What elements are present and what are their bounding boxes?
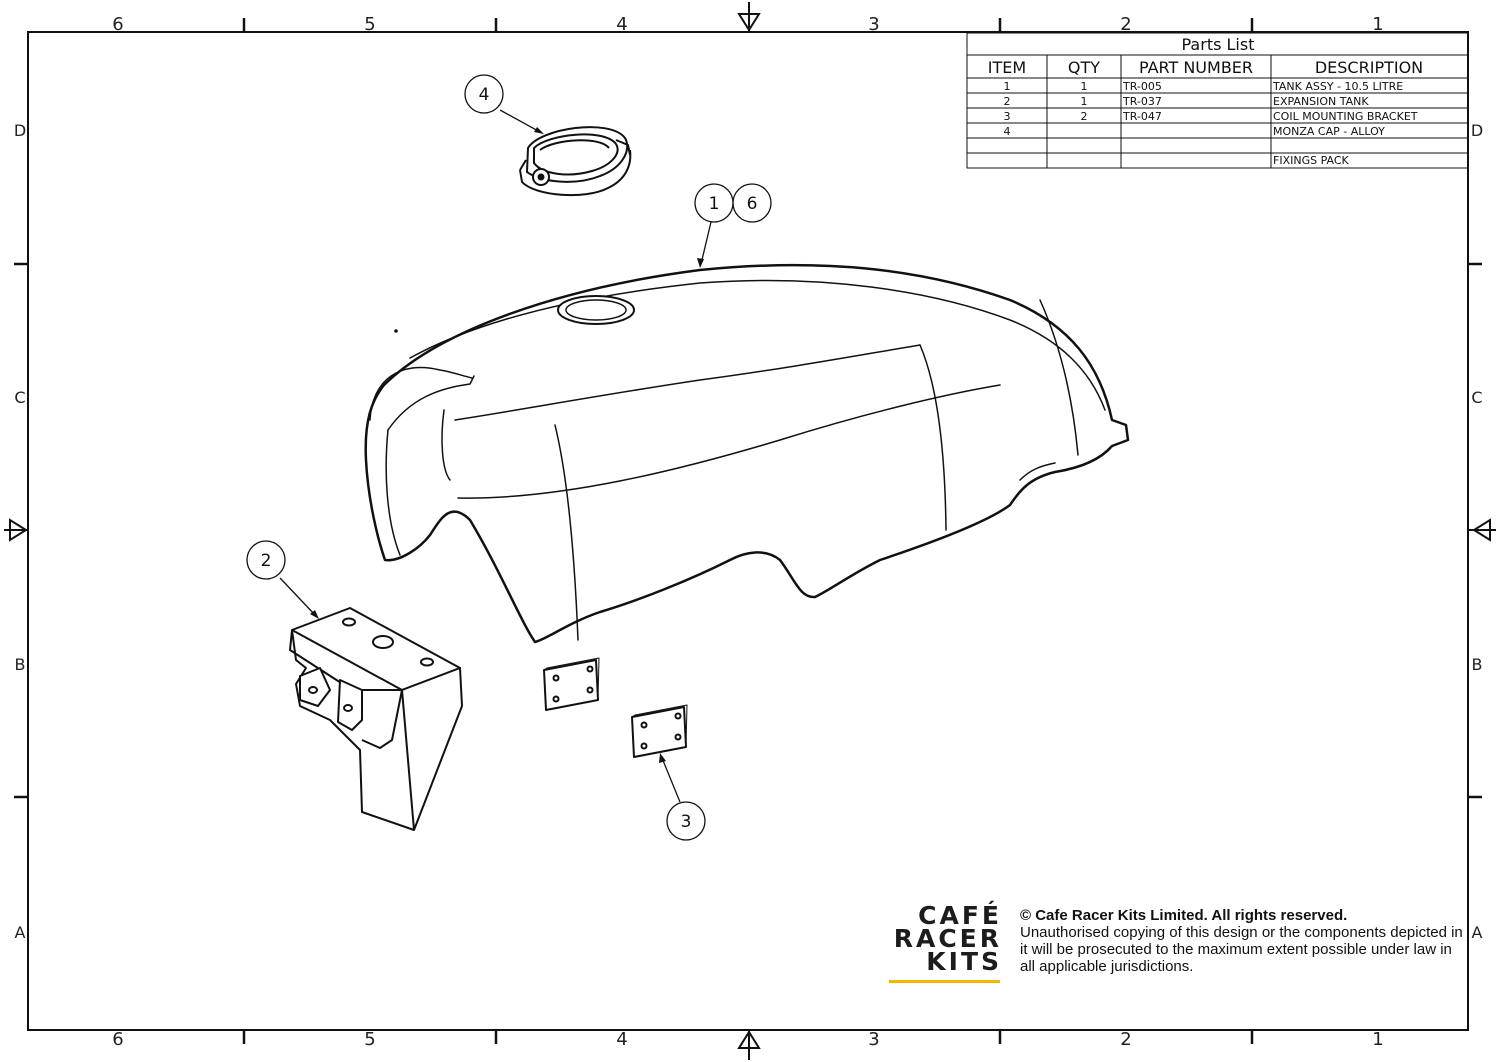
row-label-right: D (1471, 121, 1483, 140)
balloon-4: 4 (464, 74, 504, 114)
row-label-left: D (14, 121, 26, 140)
table-cell: 1 (1081, 95, 1088, 108)
table-cell: TANK ASSY - 10.5 LITRE (1272, 80, 1403, 93)
coil-bracket-illustration (543, 657, 688, 758)
balloon-label: 1 (709, 194, 720, 214)
table-cell: EXPANSION TANK (1273, 95, 1369, 108)
monza-cap-illustration (519, 126, 632, 197)
table-cell: 2 (1004, 95, 1011, 108)
row-label-right: A (1472, 923, 1483, 942)
zone-label-top: 1 (1372, 14, 1383, 35)
logo-line: CAFÉ (918, 901, 1002, 930)
zone-label-bottom: 6 (112, 1029, 123, 1050)
table-cell: TR-047 (1122, 110, 1162, 123)
table-cell: FIXINGS PACK (1273, 154, 1350, 167)
expansion-tank-illustration (289, 607, 463, 831)
brand-logo: CAFÉ RACER KITS (886, 901, 1002, 976)
balloon-label: 3 (681, 812, 692, 832)
zone-label-top: 4 (616, 14, 627, 35)
row-label-left: B (15, 655, 26, 674)
logo-line: KITS (926, 947, 1002, 976)
column-header: PART NUMBER (1139, 58, 1253, 77)
table-cell: 2 (1081, 110, 1088, 123)
balloon-6: 6 (732, 183, 772, 223)
balloon-1: 1 (694, 183, 734, 223)
balloon-2: 2 (246, 540, 286, 580)
zone-label-top: 6 (112, 14, 123, 35)
zone-label-top: 3 (868, 14, 879, 35)
copyright-warning: Unauthorised copying of this design or t… (1020, 924, 1463, 975)
table-cell: 1 (1004, 80, 1011, 93)
balloon-3: 3 (666, 801, 706, 841)
parts-list-title: Parts List (1182, 35, 1255, 54)
column-header: DESCRIPTION (1315, 58, 1423, 77)
copyright-notice: © Cafe Racer Kits Limited. All rights re… (1020, 907, 1470, 975)
zone-label-bottom: 3 (868, 1029, 879, 1050)
table-cell: 4 (1004, 125, 1011, 138)
parts-list-table: Parts List ITEM QTY PART NUMBER DESCRIPT… (966, 32, 1469, 169)
balloon-label: 6 (747, 194, 758, 214)
copyright-line: © Cafe Racer Kits Limited. All rights re… (1020, 907, 1348, 924)
balloon-label: 2 (261, 551, 272, 571)
row-label-left: C (14, 388, 25, 407)
logo-line: RACER (893, 924, 1002, 953)
table-cell: 1 (1081, 80, 1088, 93)
fuel-tank-illustration (364, 263, 1130, 644)
balloon-leaders (279, 109, 712, 803)
logo-accent-bar (889, 980, 1000, 983)
zone-label-bottom: 4 (616, 1029, 627, 1050)
zone-label-bottom: 5 (364, 1029, 375, 1050)
zone-label-top: 2 (1120, 14, 1131, 35)
zone-label-top: 5 (364, 14, 375, 35)
table-cell: 3 (1004, 110, 1011, 123)
zone-ticks (14, 18, 1482, 1044)
centering-marks (4, 2, 1496, 1060)
column-header: ITEM (988, 58, 1026, 77)
table-cell: COIL MOUNTING BRACKET (1273, 110, 1418, 123)
row-label-left: A (15, 923, 26, 942)
table-cell: MONZA CAP - ALLOY (1273, 125, 1385, 138)
balloon-label: 4 (479, 85, 490, 105)
row-label-right: B (1472, 655, 1483, 674)
column-header: QTY (1068, 58, 1100, 77)
table-cell: TR-005 (1122, 80, 1162, 93)
zone-label-bottom: 1 (1372, 1029, 1383, 1050)
table-cell: TR-037 (1122, 95, 1162, 108)
zone-label-bottom: 2 (1120, 1029, 1131, 1050)
row-label-right: C (1471, 388, 1482, 407)
